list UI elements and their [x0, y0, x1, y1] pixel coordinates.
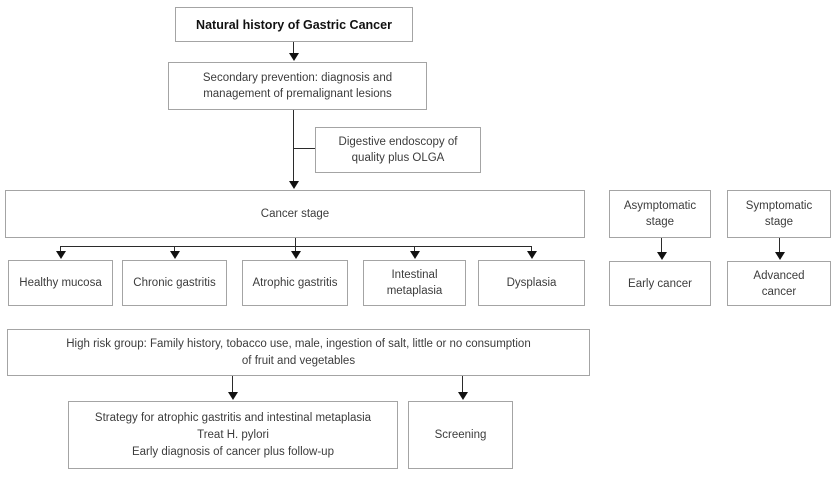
connector-to-chronic-gastritis	[174, 246, 175, 252]
arrowhead-secondary-to-cancer-stage-icon	[289, 181, 299, 189]
node-chronic-gastritis: Chronic gastritis	[122, 260, 227, 306]
arrowhead-to-chronic-gastritis-icon	[170, 251, 180, 259]
arrowhead-to-healthy-mucosa-icon	[56, 251, 66, 259]
arrowhead-high-risk-to-screening-icon	[458, 392, 468, 400]
connector-to-intestinal-metaplasia	[414, 246, 415, 252]
connector-high-risk-to-strategy	[232, 376, 233, 393]
connector-high-risk-to-screening	[462, 376, 463, 393]
connector-distributor-line	[60, 246, 532, 247]
arrowhead-to-intestinal-metaplasia-icon	[410, 251, 420, 259]
node-atrophic-gastritis: Atrophic gastritis	[242, 260, 348, 306]
connector-to-atrophic-gastritis	[295, 246, 296, 252]
node-advanced-cancer: Advanced cancer	[727, 261, 831, 306]
node-natural-history: Natural history of Gastric Cancer	[175, 7, 413, 42]
node-symptomatic-stage: Symptomatic stage	[727, 190, 831, 238]
node-high-risk-group: High risk group: Family history, tobacco…	[7, 329, 590, 376]
arrowhead-to-atrophic-gastritis-icon	[291, 251, 301, 259]
arrowhead-to-dysplasia-icon	[527, 251, 537, 259]
connector-symptomatic-to-advanced-cancer	[779, 238, 780, 252]
node-dysplasia: Dysplasia	[478, 260, 585, 306]
node-screening: Screening	[408, 401, 513, 469]
arrowhead-symptomatic-to-advanced-cancer-icon	[775, 252, 785, 260]
connector-cancer-stage-stub	[295, 238, 296, 247]
node-strategy: Strategy for atrophic gastritis and inte…	[68, 401, 398, 469]
node-early-cancer: Early cancer	[609, 261, 711, 306]
connector-branch-to-digestive-endoscopy	[294, 148, 315, 149]
connector-asymptomatic-to-early-cancer	[661, 238, 662, 252]
node-healthy-mucosa: Healthy mucosa	[8, 260, 113, 306]
node-digestive-endoscopy: Digestive endoscopy of quality plus OLGA	[315, 127, 481, 173]
node-asymptomatic-stage: Asymptomatic stage	[609, 190, 711, 238]
node-cancer-stage: Cancer stage	[5, 190, 585, 238]
node-secondary-prevention: Secondary prevention: diagnosis and mana…	[168, 62, 427, 110]
arrowhead-high-risk-to-strategy-icon	[228, 392, 238, 400]
connector-to-dysplasia	[531, 246, 532, 252]
arrowhead-asymptomatic-to-early-cancer-icon	[657, 252, 667, 260]
arrowhead-title-to-secondary-icon	[289, 53, 299, 61]
connector-secondary-to-cancer-stage	[293, 110, 294, 181]
connector-to-healthy-mucosa	[60, 246, 61, 252]
node-intestinal-metaplasia: Intestinal metaplasia	[363, 260, 466, 306]
connector-title-to-secondary	[293, 42, 294, 54]
